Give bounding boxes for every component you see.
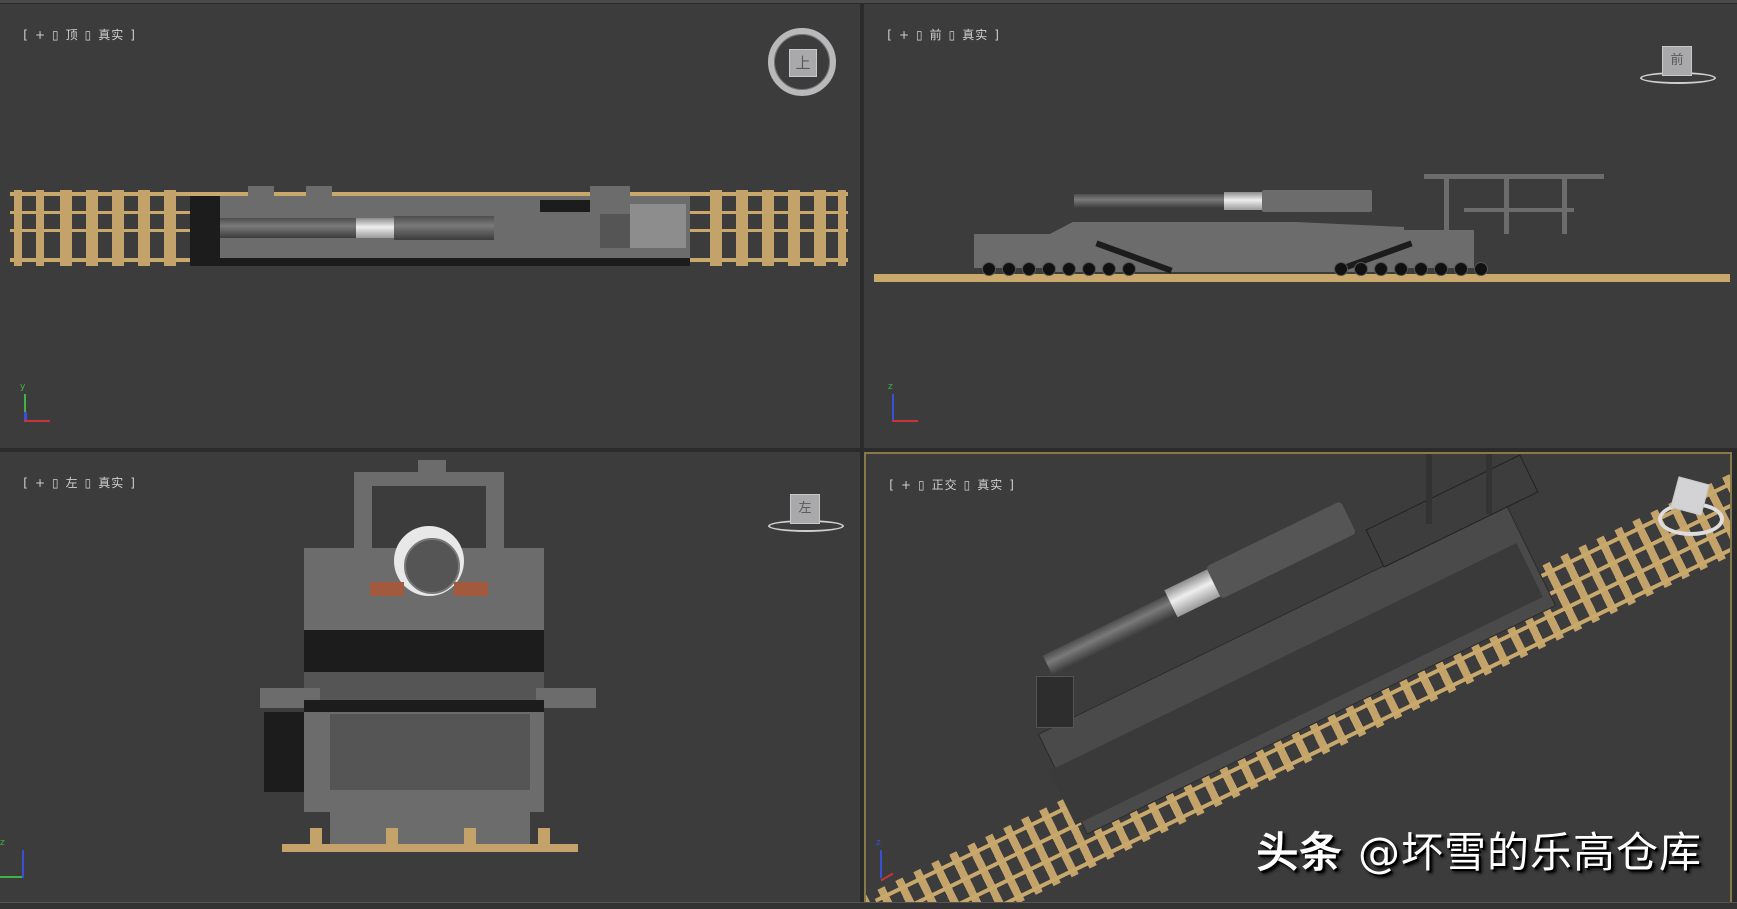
viewport-shading-menu[interactable]: 真实 [977,478,1004,492]
axis-gizmo-top: y [20,382,54,424]
bracket-open: [ [889,478,895,492]
viewport-point-of-view-menu[interactable]: 前 [929,28,943,42]
x-axis-icon [892,420,918,422]
z-axis-icon [892,394,894,422]
bracket-open: [ [23,476,29,490]
x-axis-icon [24,420,50,422]
bracket-open: [ [23,28,29,42]
bracket-close: ] [130,28,136,42]
watermark-handle: @坏雪的乐高仓库 [1357,828,1702,877]
bracket-close: ] [1009,478,1015,492]
bracket-close: ] [130,476,136,490]
axis-gizmo-front: z [888,382,922,424]
viewport-menu-plus[interactable]: + [34,476,47,490]
x-axis-icon [880,872,894,882]
viewport-point-of-view-menu[interactable]: 正交 [931,478,958,492]
viewcube-face-left[interactable]: 左 [790,494,820,524]
viewport-point-of-view-menu[interactable]: 顶 [65,28,79,42]
z-axis-icon [24,412,27,420]
viewport-orthographic[interactable]: [ + ▯ 正交 ▯ 真实] z 头条 @坏雪的乐高仓库 [864,452,1732,904]
watermark-prefix: 头条 [1256,828,1343,877]
bracket-close: ] [994,28,1000,42]
viewport-label-left[interactable]: [ + ▯ 左 ▯ 真实] [4,460,142,505]
axis-gizmo-left: z [0,838,34,880]
y-axis-icon [24,394,26,422]
viewport-label-orthographic[interactable]: [ + ▯ 正交 ▯ 真实] [870,462,1021,507]
viewcube-face-top[interactable]: 上 [789,49,817,77]
viewport-shading-menu[interactable]: 真实 [98,28,125,42]
separator: ▯ [84,28,93,42]
viewport-shading-menu[interactable]: 真实 [962,28,989,42]
viewport-left[interactable]: [ + ▯ 左 ▯ 真实] 左 z [0,452,860,902]
separator: ▯ [52,28,60,42]
separator: ▯ [948,28,957,42]
title-strip [0,0,1737,3]
viewport-menu-plus[interactable]: + [900,478,913,492]
viewport-top[interactable]: [ + ▯ 顶 ▯ 真实] 上 [0,4,860,448]
compass-ring-icon[interactable] [768,28,836,96]
viewport-point-of-view-menu[interactable]: 左 [65,476,79,490]
viewcube-front[interactable]: 前 [1640,42,1716,88]
separator: ▯ [52,476,60,490]
axis-gizmo-ortho: z [876,838,910,882]
viewcube-top[interactable]: 上 [768,28,838,98]
z-axis-icon [22,850,24,878]
viewport-menu-plus[interactable]: + [898,28,911,42]
separator: ▯ [84,476,93,490]
z-axis-icon [880,850,882,878]
viewport-front[interactable]: [ + ▯ 前 ▯ 真实] 前 z [864,4,1737,448]
bracket-open: [ [887,28,893,42]
viewport-menu-plus[interactable]: + [34,28,47,42]
separator: ▯ [918,478,926,492]
separator: ▯ [916,28,924,42]
viewcube-left[interactable]: 左 [768,490,844,536]
watermark: 头条 @坏雪的乐高仓库 [1256,819,1702,880]
viewcube-ortho[interactable] [1658,472,1728,542]
viewport-shading-menu[interactable]: 真实 [98,476,125,490]
viewcube-face-front[interactable]: 前 [1662,46,1692,76]
y-axis-icon [0,876,22,878]
viewport-label-front[interactable]: [ + ▯ 前 ▯ 真实] [868,12,1006,57]
rail-track-front-view [874,274,1730,282]
viewport-label-top[interactable]: [ + ▯ 顶 ▯ 真实] [4,12,142,57]
status-bar [0,902,1737,909]
separator: ▯ [963,478,972,492]
